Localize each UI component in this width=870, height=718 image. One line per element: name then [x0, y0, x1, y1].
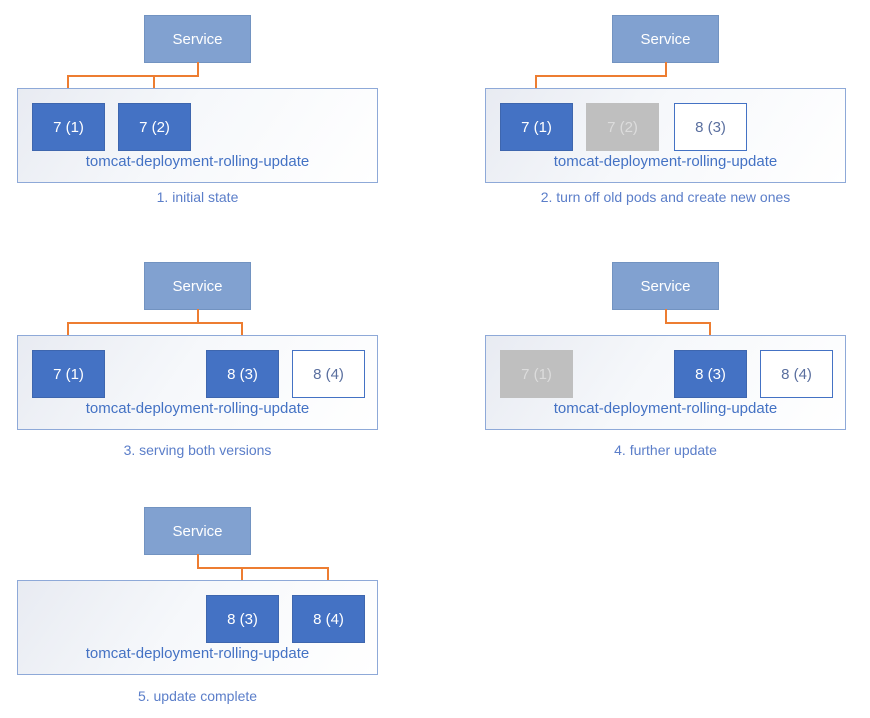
panel-caption: 2. turn off old pods and create new ones: [540, 189, 791, 205]
arrow-drop: [67, 322, 69, 339]
arrow-drop: [709, 322, 711, 339]
service-label: Service: [640, 277, 691, 295]
panel-turn-off-old-pods: Service 7 (1) 7 (2) 8 (3) tomcat-deploym…: [485, 0, 846, 218]
pod-label: 8 (3): [227, 365, 258, 383]
service-box: Service: [612, 262, 719, 310]
panel-further-update: Service 7 (1) 8 (3) 8 (4) tomcat-deploym…: [485, 247, 846, 465]
arrow-stem: [197, 62, 199, 76]
pod-7-1: 7 (1): [32, 103, 105, 151]
service-box: Service: [144, 507, 251, 555]
deployment-box: 7 (1) 8 (3) 8 (4) tomcat-deployment-roll…: [17, 335, 378, 430]
deployment-label: tomcat-deployment-rolling-update: [553, 400, 778, 417]
deployment-box: 7 (1) 7 (2) 8 (3) tomcat-deployment-roll…: [485, 88, 846, 183]
arrow-horizontal: [665, 322, 711, 324]
panel-caption: 4. further update: [614, 442, 717, 458]
pod-label: 7 (1): [53, 365, 84, 383]
pod-7-1: 7 (1): [32, 350, 105, 398]
service-box: Service: [144, 262, 251, 310]
service-label: Service: [172, 30, 223, 48]
pod-label: 7 (1): [521, 118, 552, 136]
pod-label: 8 (4): [313, 610, 344, 628]
service-box: Service: [612, 15, 719, 63]
arrow-drop: [535, 75, 537, 92]
arrow-stem: [197, 309, 199, 323]
panel-initial-state: Service 7 (1) 7 (2) tomcat-deployment-ro…: [17, 0, 378, 218]
pod-label: 8 (3): [695, 365, 726, 383]
pod-label: 8 (4): [781, 365, 812, 383]
pod-label: 7 (2): [139, 118, 170, 136]
deployment-label: tomcat-deployment-rolling-update: [85, 645, 310, 662]
arrow-stem: [197, 554, 199, 568]
arrow-drop: [327, 567, 329, 584]
pod-8-3-new: 8 (3): [674, 103, 747, 151]
arrow-stem: [665, 309, 667, 323]
pod-label: 7 (1): [521, 365, 552, 383]
service-label: Service: [172, 277, 223, 295]
arrow-horizontal: [535, 75, 667, 77]
pod-7-1: 7 (1): [500, 103, 573, 151]
arrow-horizontal: [67, 322, 243, 324]
deployment-label: tomcat-deployment-rolling-update: [85, 400, 310, 417]
deployment-box: 7 (1) 8 (3) 8 (4) tomcat-deployment-roll…: [485, 335, 846, 430]
pod-8-4: 8 (4): [292, 595, 365, 643]
arrow-horizontal: [67, 75, 199, 77]
arrow-drop: [241, 322, 243, 339]
deployment-box: 8 (3) 8 (4) tomcat-deployment-rolling-up…: [17, 580, 378, 675]
arrow-stem: [665, 62, 667, 76]
pod-8-3: 8 (3): [206, 350, 279, 398]
panel-update-complete: Service 8 (3) 8 (4) tomcat-deployment-ro…: [17, 492, 378, 710]
pod-label: 8 (4): [313, 365, 344, 383]
deployment-label: tomcat-deployment-rolling-update: [553, 153, 778, 170]
panel-caption: 1. initial state: [156, 189, 239, 205]
pod-label: 7 (2): [607, 118, 638, 136]
deployment-box: 7 (1) 7 (2) tomcat-deployment-rolling-up…: [17, 88, 378, 183]
panel-caption: 3. serving both versions: [123, 442, 272, 458]
pod-7-2: 7 (2): [118, 103, 191, 151]
pod-8-4-new: 8 (4): [760, 350, 833, 398]
deployment-label: tomcat-deployment-rolling-update: [85, 153, 310, 170]
service-box: Service: [144, 15, 251, 63]
pod-label: 8 (3): [227, 610, 258, 628]
service-label: Service: [172, 522, 223, 540]
arrow-drop: [241, 567, 243, 584]
arrow-horizontal: [197, 567, 329, 569]
pod-7-1-terminated: 7 (1): [500, 350, 573, 398]
arrow-drop: [67, 75, 69, 92]
arrow-drop: [153, 75, 155, 92]
service-label: Service: [640, 30, 691, 48]
pod-label: 7 (1): [53, 118, 84, 136]
pod-8-4-new: 8 (4): [292, 350, 365, 398]
panel-caption: 5. update complete: [137, 688, 258, 704]
panel-serving-both-versions: Service 7 (1) 8 (3) 8 (4) tomcat-deploym…: [17, 247, 378, 465]
pod-8-3: 8 (3): [206, 595, 279, 643]
pod-label: 8 (3): [695, 118, 726, 136]
pod-8-3: 8 (3): [674, 350, 747, 398]
pod-7-2-terminated: 7 (2): [586, 103, 659, 151]
